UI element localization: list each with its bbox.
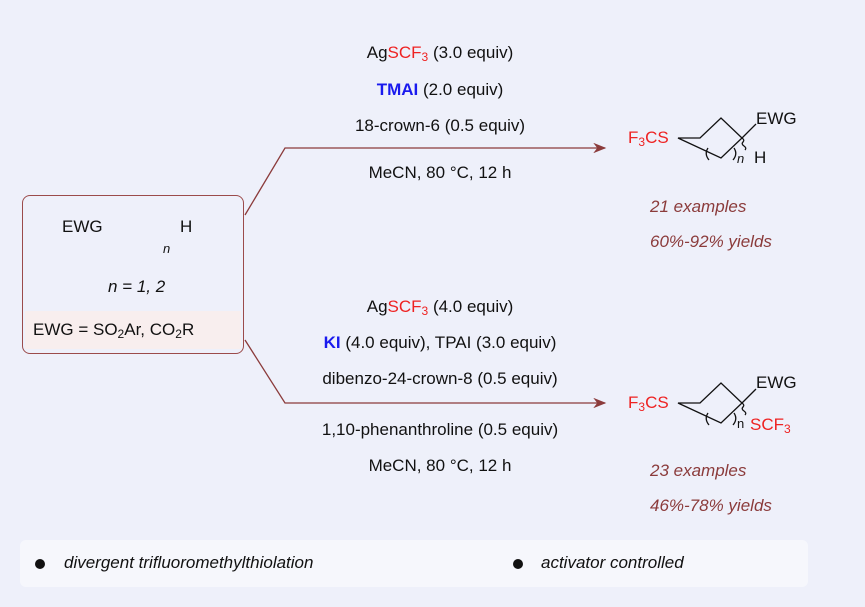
bottom-product-ewg: EWG [756, 373, 797, 392]
top-condition-activator: TMAI (2.0 equiv) [376, 80, 504, 99]
starting-material-box [22, 195, 244, 354]
top-product-scf3: F3CS [628, 128, 669, 149]
top-condition-reagent: AgSCF3 (3.0 equiv) [366, 43, 514, 64]
top-product-n: n [737, 151, 745, 166]
bottom-examples: 23 examples [650, 461, 747, 480]
footer-box: divergent trifluoromethylthiolation acti… [20, 540, 808, 587]
footer-point-1: divergent trifluoromethylthiolation [64, 553, 314, 572]
footer-point-2: activator controlled [541, 553, 684, 572]
bottom-product-scf3: F3CS [628, 393, 669, 414]
top-examples: 21 examples [650, 197, 747, 216]
bottom-yields: 46%-78% yields [650, 496, 772, 515]
top-product-h: H [754, 148, 767, 167]
sm-ewg-label: EWG [62, 217, 103, 236]
ewg-definition-row [25, 311, 241, 349]
bottom-product-scf3b: SCF3 [750, 415, 791, 436]
sm-n-label: n [163, 241, 171, 256]
bottom-condition-ligand: 1,10-phenanthroline (0.5 equiv) [321, 420, 559, 439]
top-cyclobutane-structure [677, 117, 757, 161]
bottom-arrow [244, 339, 607, 409]
top-condition-additive: 18-crown-6 (0.5 equiv) [354, 116, 526, 135]
top-product-ewg: EWG [756, 109, 797, 128]
bottom-cyclobutane-structure [677, 382, 757, 426]
bottom-condition-solvent: MeCN, 80 °C, 12 h [368, 456, 512, 475]
bullet-icon [513, 559, 523, 569]
bullet-icon [35, 559, 45, 569]
sm-h-label: H [180, 217, 193, 236]
top-yields: 60%-92% yields [650, 232, 772, 251]
top-arrow [244, 142, 607, 216]
bottom-condition-crown: dibenzo-24-crown-8 (0.5 equiv) [322, 369, 558, 388]
bottom-condition-reagent: AgSCF3 (4.0 equiv) [366, 297, 514, 318]
top-condition-solvent: MeCN, 80 °C, 12 h [368, 163, 512, 182]
n-values: n = 1, 2 [108, 277, 166, 296]
bottom-condition-activator: KI (4.0 equiv), TPAI (3.0 equiv) [323, 333, 557, 352]
bottom-product-n: n [737, 416, 745, 431]
ewg-definition: EWG = SO2Ar, CO2R [33, 320, 195, 341]
